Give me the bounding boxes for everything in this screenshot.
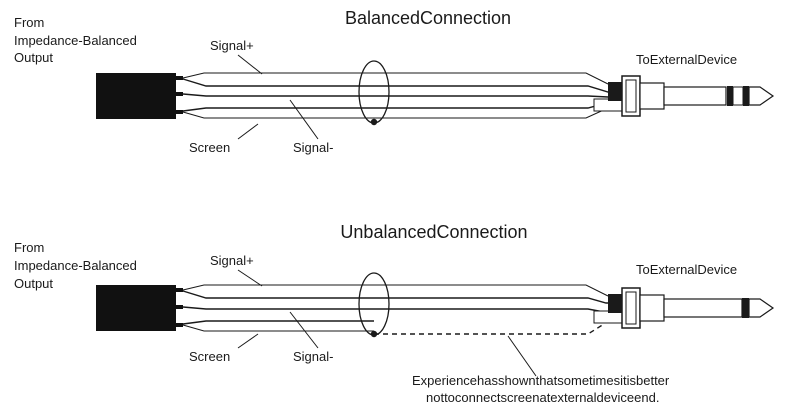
balanced-screen-ground-dot (370, 118, 378, 126)
unbalanced-screen-ring (358, 272, 390, 336)
balanced-signal-plus-leader (237, 54, 263, 75)
unbalanced-signal-minus-leader (289, 311, 319, 349)
unbalanced-screen-wire (182, 320, 374, 325)
unbalanced-signal-minus-label: Signal- (293, 349, 333, 364)
unbalanced-signal-plus-label: Signal+ (210, 253, 254, 268)
balanced-trs-jack (593, 75, 775, 117)
balanced-screen-label: Screen (189, 140, 230, 155)
unbalanced-screen-label: Screen (189, 349, 230, 364)
unbalanced-section: UnbalancedConnection From Impedance-Bala… (14, 222, 775, 405)
balanced-source-pins (176, 76, 183, 114)
balanced-source-label-line3: Output (14, 50, 53, 65)
unbalanced-source-label-line2: Impedance-Balanced (14, 258, 137, 273)
balanced-source-label-line1: From (14, 15, 44, 30)
balanced-cable-jacket (182, 72, 609, 119)
unbalanced-screen-ground-dot (370, 330, 378, 338)
balanced-title: BalancedConnection (345, 8, 511, 28)
unbalanced-title: UnbalancedConnection (340, 222, 527, 242)
unbalanced-dest-label: ToExternalDevice (636, 262, 737, 277)
unbalanced-ts-jack (593, 287, 775, 329)
balanced-screen-ring (358, 60, 390, 124)
balanced-dest-label: ToExternalDevice (636, 52, 737, 67)
balanced-source-label-line2: Impedance-Balanced (14, 33, 137, 48)
unbalanced-screen-disconnected (374, 323, 605, 335)
balanced-section: BalancedConnection From Impedance-Balanc… (14, 8, 775, 155)
unbalanced-note-line1: Experiencehasshownthatsometimesitisbette… (412, 373, 670, 388)
unbalanced-signal-plus-leader (237, 269, 263, 287)
unbalanced-signal-plus-wire (182, 290, 620, 304)
balanced-signal-plus-label: Signal+ (210, 38, 254, 53)
unbalanced-source-label-line3: Output (14, 276, 53, 291)
unbalanced-screen-leader (237, 333, 259, 349)
unbalanced-note-leader (507, 335, 537, 377)
unbalanced-note-line2: nottoconnectscreenatexternaldeviceend. (426, 390, 659, 405)
balanced-screen-wire (182, 103, 620, 112)
balanced-signal-plus-wire (182, 78, 620, 93)
unbalanced-source-pins (176, 288, 183, 327)
unbalanced-source-label-line1: From (14, 240, 44, 255)
balanced-signal-minus-label: Signal- (293, 140, 333, 155)
balanced-screen-leader (237, 123, 259, 140)
balanced-signal-minus-leader (289, 99, 319, 140)
balanced-source-connector (96, 73, 176, 119)
unbalanced-cable-jacket (182, 284, 609, 332)
balanced-signal-minus-wire (182, 93, 620, 98)
unbalanced-signal-minus-wire (182, 306, 620, 313)
unbalanced-source-connector (96, 285, 176, 331)
